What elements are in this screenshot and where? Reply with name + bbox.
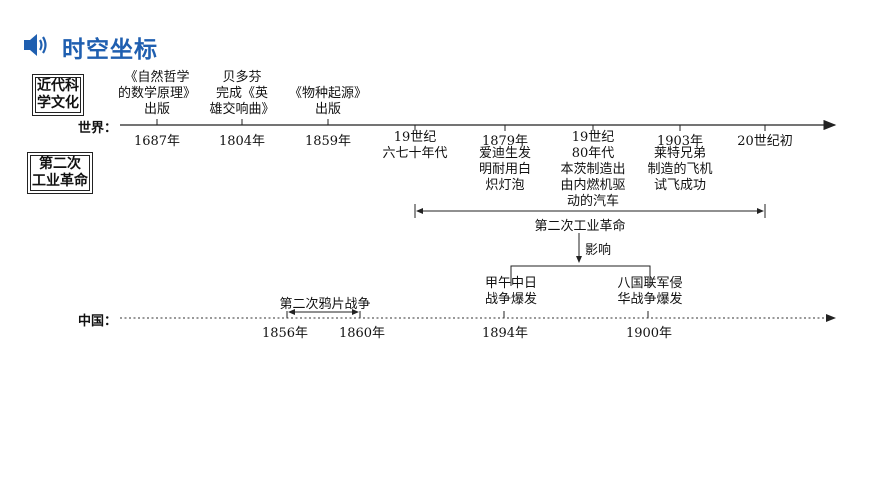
opium-war-label: 第二次鸦片战争 [279,297,371,312]
event-sino-japanese-war: 甲午中日 战争爆发 [484,276,538,307]
event-principia: 《自然哲学 的数学原理》 出版 [117,70,197,117]
culture-box: 近代科 学文化 [32,74,84,116]
event-origin-of-species: 《物种起源》 出版 [288,86,368,117]
revolution-box: 第二次 工业革命 [27,152,93,194]
year-1903: 1903年 [656,134,704,149]
event-edison-lamp: 爱迪生发 明耐用白 炽灯泡 [478,146,532,193]
china-year-1856: 1856年 [261,326,309,341]
event-eroica: 贝多芬 完成《英 雄交响曲》 [209,70,275,117]
year-1687: 1687年 [133,134,181,149]
year-1804: 1804年 [218,134,266,149]
speaker-icon [22,32,50,58]
china-label: 中国： [78,314,118,329]
year-19c-80s: 19世纪 80年代 [571,130,615,161]
china-year-1860: 1860年 [338,326,386,341]
world-label: 世界： [78,121,118,136]
year-1859: 1859年 [304,134,352,149]
page-title: 时空坐标 [62,37,158,63]
influence-label: 影响 [585,243,612,258]
event-eight-nation-alliance: 八国联军侵 华战争爆发 [617,276,683,307]
year-1879: 1879年 [481,134,529,149]
year-19c-60s70s: 19世纪 六七十年代 [382,130,448,161]
year-20c-early: 20世纪初 [737,134,793,149]
china-year-1900: 1900年 [625,326,673,341]
revolution-span-label: 第二次工业革命 [534,219,626,234]
event-benz-car: 本茨制造出 由内燃机驱 动的汽车 [560,162,626,209]
china-year-1894: 1894年 [481,326,529,341]
event-wright-flight: 莱特兄弟 制造的飞机 试飞成功 [647,146,713,193]
